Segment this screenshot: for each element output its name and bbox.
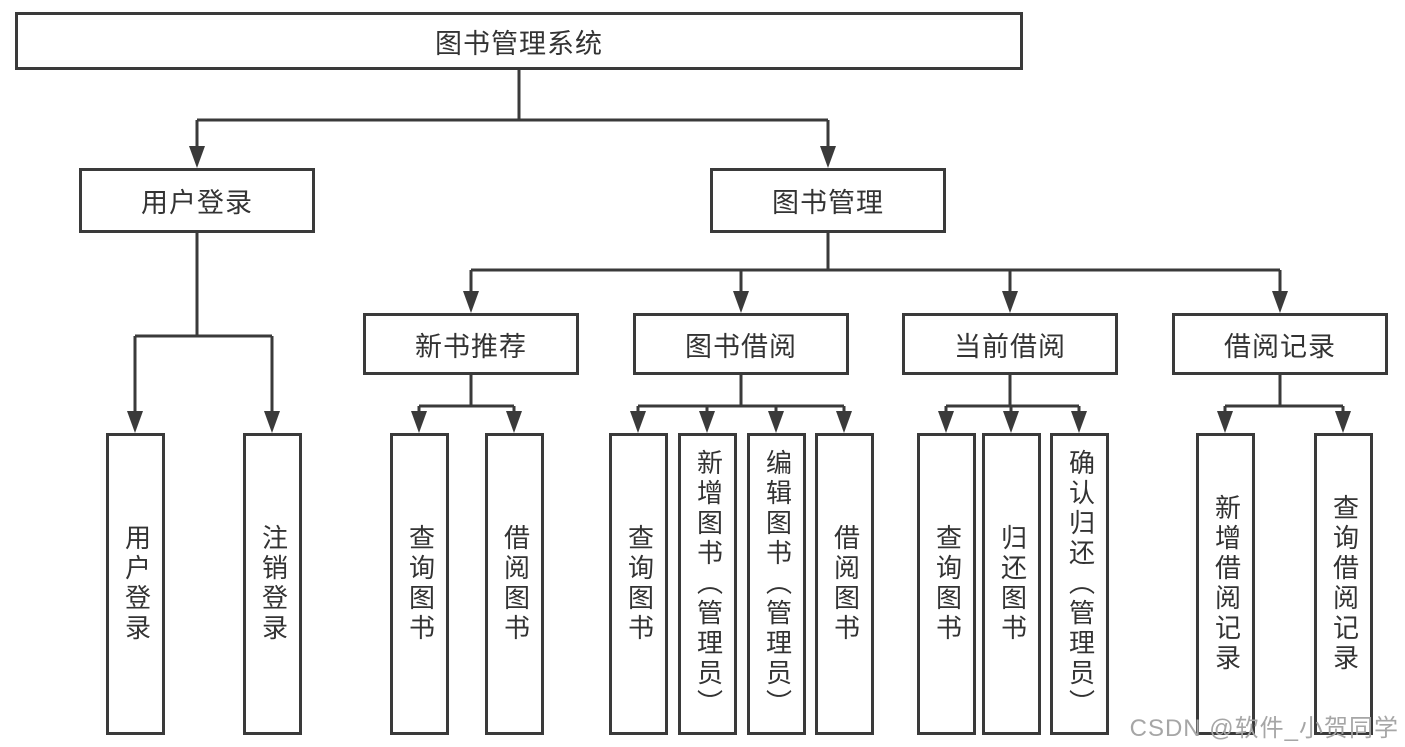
leaf-borrow-add-admin: 新增图书（管理员） <box>678 433 737 735</box>
connector-userlogin-to-leaves <box>133 233 274 415</box>
connector-records-to-leaves <box>1223 375 1345 415</box>
node-current-borrow-label: 当前借阅 <box>954 331 1066 362</box>
leaf-current-query-label: 查询图书 <box>932 524 963 644</box>
leaf-user-login: 用户登录 <box>106 433 165 735</box>
node-borrow-records-label: 借阅记录 <box>1224 331 1336 362</box>
leaf-current-confirm-admin-label: 确认归还（管理员） <box>1065 449 1096 719</box>
leaf-logout: 注销登录 <box>243 433 302 735</box>
leaf-borrow-edit-admin-label: 编辑图书（管理员） <box>762 449 793 719</box>
leaf-borrow-book: 借阅图书 <box>815 433 874 735</box>
leaf-newbook-query: 查询图书 <box>390 433 449 735</box>
node-book-borrow: 图书借阅 <box>633 313 849 375</box>
leaf-record-query: 查询借阅记录 <box>1314 433 1373 735</box>
leaf-newbook-borrow-label: 借阅图书 <box>500 524 531 644</box>
node-user-login: 用户登录 <box>79 168 315 233</box>
leaf-current-return-label: 归还图书 <box>997 524 1028 644</box>
node-user-login-label: 用户登录 <box>141 188 253 218</box>
leaf-borrow-query: 查询图书 <box>609 433 668 735</box>
leaf-borrow-add-admin-label: 新增图书（管理员） <box>693 449 724 719</box>
node-book-borrow-label: 图书借阅 <box>685 331 797 362</box>
leaf-current-return: 归还图书 <box>982 433 1041 735</box>
connector-newbook-to-leaves <box>417 375 516 415</box>
leaf-borrow-query-label: 查询图书 <box>624 524 655 644</box>
leaf-logout-label: 注销登录 <box>258 524 289 644</box>
connector-bookborrow-to-leaves <box>636 375 846 415</box>
connector-currentborrow-to-leaves <box>944 375 1081 415</box>
leaf-newbook-query-label: 查询图书 <box>405 524 436 644</box>
leaf-borrow-edit-admin: 编辑图书（管理员） <box>747 433 806 735</box>
leaf-newbook-borrow: 借阅图书 <box>485 433 544 735</box>
node-root: 图书管理系统 <box>15 12 1023 70</box>
leaf-record-add: 新增借阅记录 <box>1196 433 1255 735</box>
node-current-borrow: 当前借阅 <box>902 313 1118 375</box>
watermark-text: CSDN @软件_小贺同学 <box>1129 715 1399 742</box>
leaf-current-query: 查询图书 <box>917 433 976 735</box>
node-book-management: 图书管理 <box>710 168 946 233</box>
node-root-label: 图书管理系统 <box>435 28 603 59</box>
connector-bookmgmt-to-level3 <box>469 233 1282 295</box>
leaf-borrow-book-label: 借阅图书 <box>830 524 861 644</box>
leaf-user-login-label: 用户登录 <box>121 524 152 644</box>
leaf-current-confirm-admin: 确认归还（管理员） <box>1050 433 1109 735</box>
leaf-record-add-label: 新增借阅记录 <box>1211 494 1242 674</box>
node-new-book-recommend-label: 新书推荐 <box>415 331 527 362</box>
connector-root-to-level2 <box>195 70 830 150</box>
node-borrow-records: 借阅记录 <box>1172 313 1388 375</box>
node-book-management-label: 图书管理 <box>772 188 884 218</box>
node-new-book-recommend: 新书推荐 <box>363 313 579 375</box>
leaf-record-query-label: 查询借阅记录 <box>1329 494 1360 674</box>
